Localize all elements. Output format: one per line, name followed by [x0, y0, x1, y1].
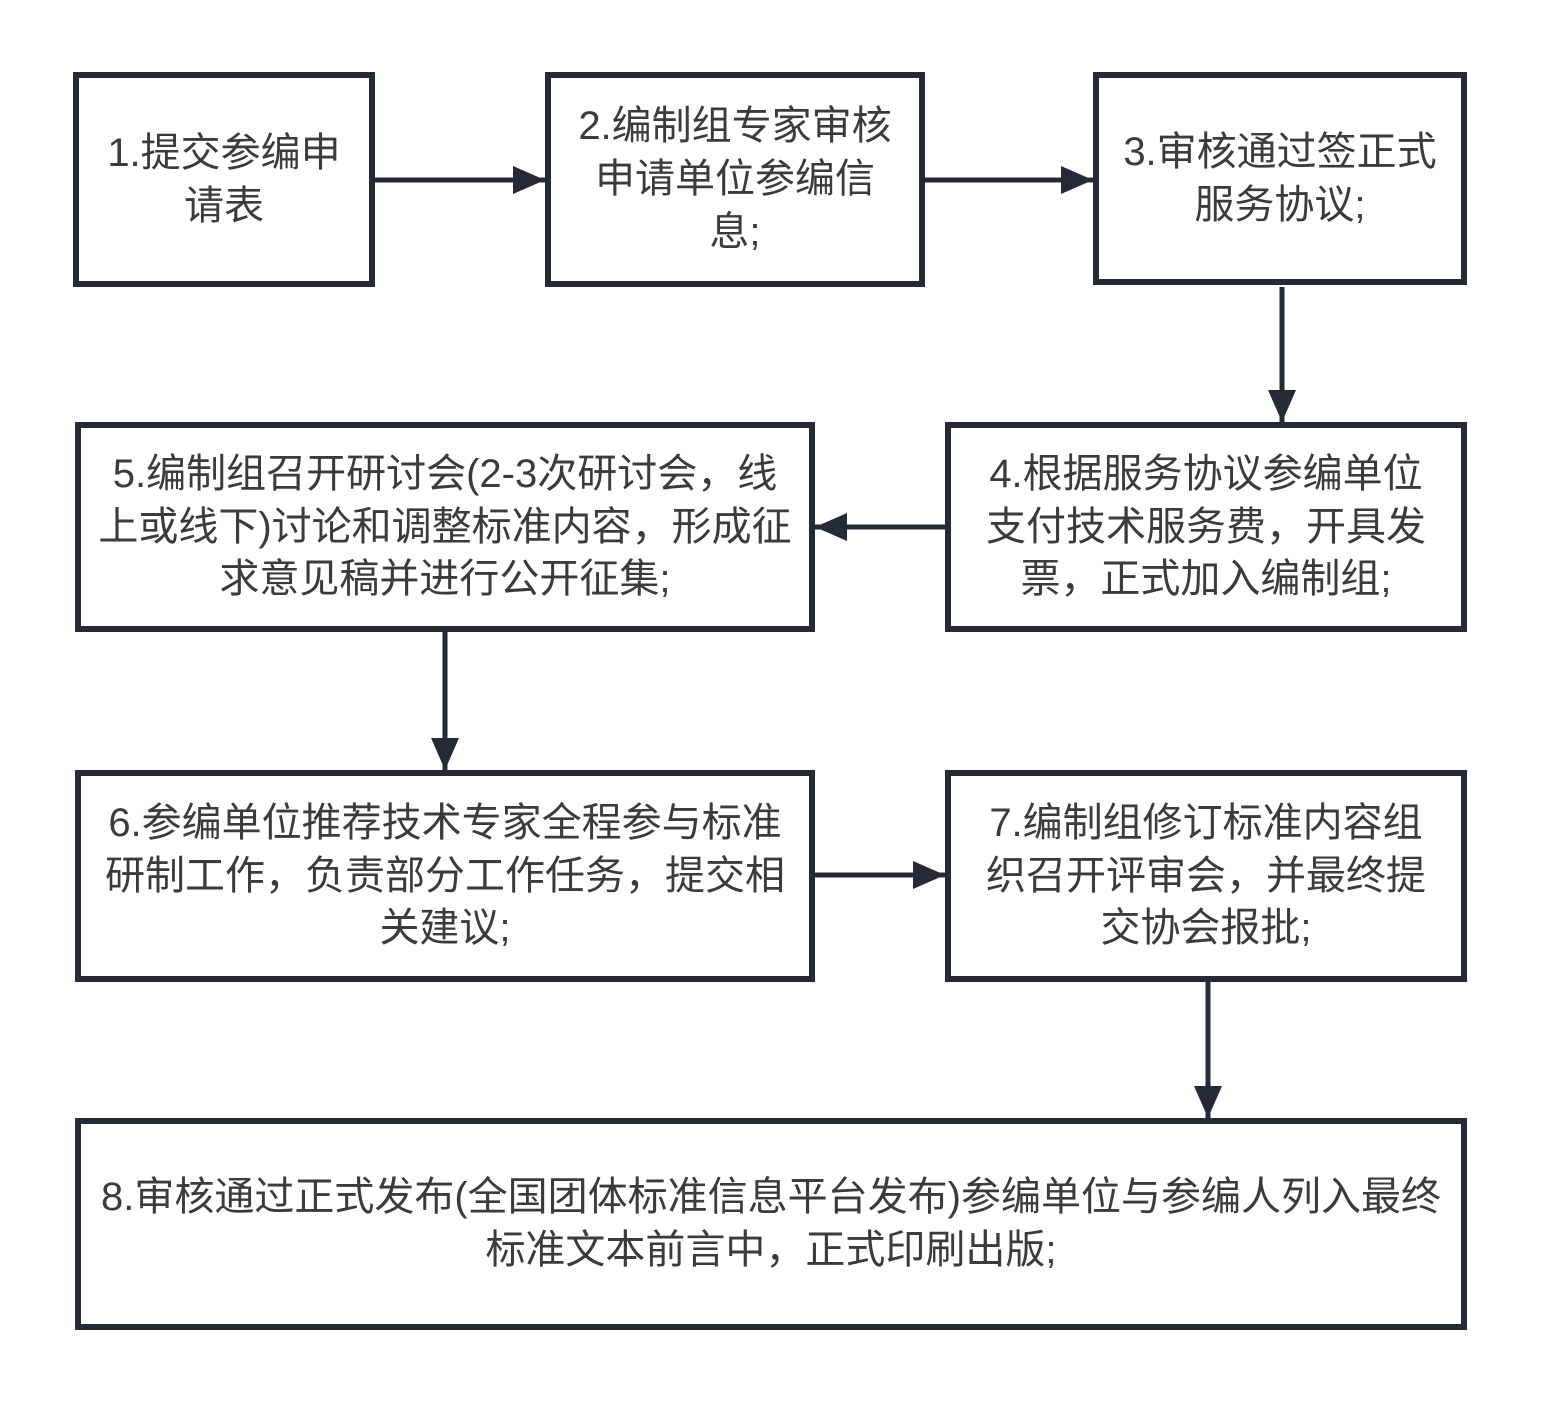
flow-node-2-expert-review: 2.编制组专家审核 申请单位参编信 息; — [545, 72, 925, 287]
flow-node-5-seminar-draft: 5.编制组召开研讨会(2-3次研讨会，线 上或线下)讨论和调整标准内容，形成征 … — [75, 422, 815, 632]
flow-node-1-submit-application: 1.提交参编申 请表 — [73, 72, 375, 287]
flow-node-3-sign-agreement: 3.审核通过签正式 服务协议; — [1093, 72, 1467, 285]
flow-node-8-publish: 8.审核通过正式发布(全国团体标准信息平台发布)参编单位与参编人列入最终 标准文… — [75, 1118, 1467, 1330]
flow-node-4-pay-service-fee: 4.根据服务协议参编单位 支付技术服务费，开具发 票，正式加入编制组; — [945, 422, 1467, 632]
flow-node-7-revise-review: 7.编制组修订标准内容组 织召开评审会，并最终提 交协会报批; — [945, 770, 1467, 982]
flow-node-6-recommend-experts: 6.参编单位推荐技术专家全程参与标准 研制工作，负责部分工作任务，提交相 关建议… — [75, 770, 815, 982]
